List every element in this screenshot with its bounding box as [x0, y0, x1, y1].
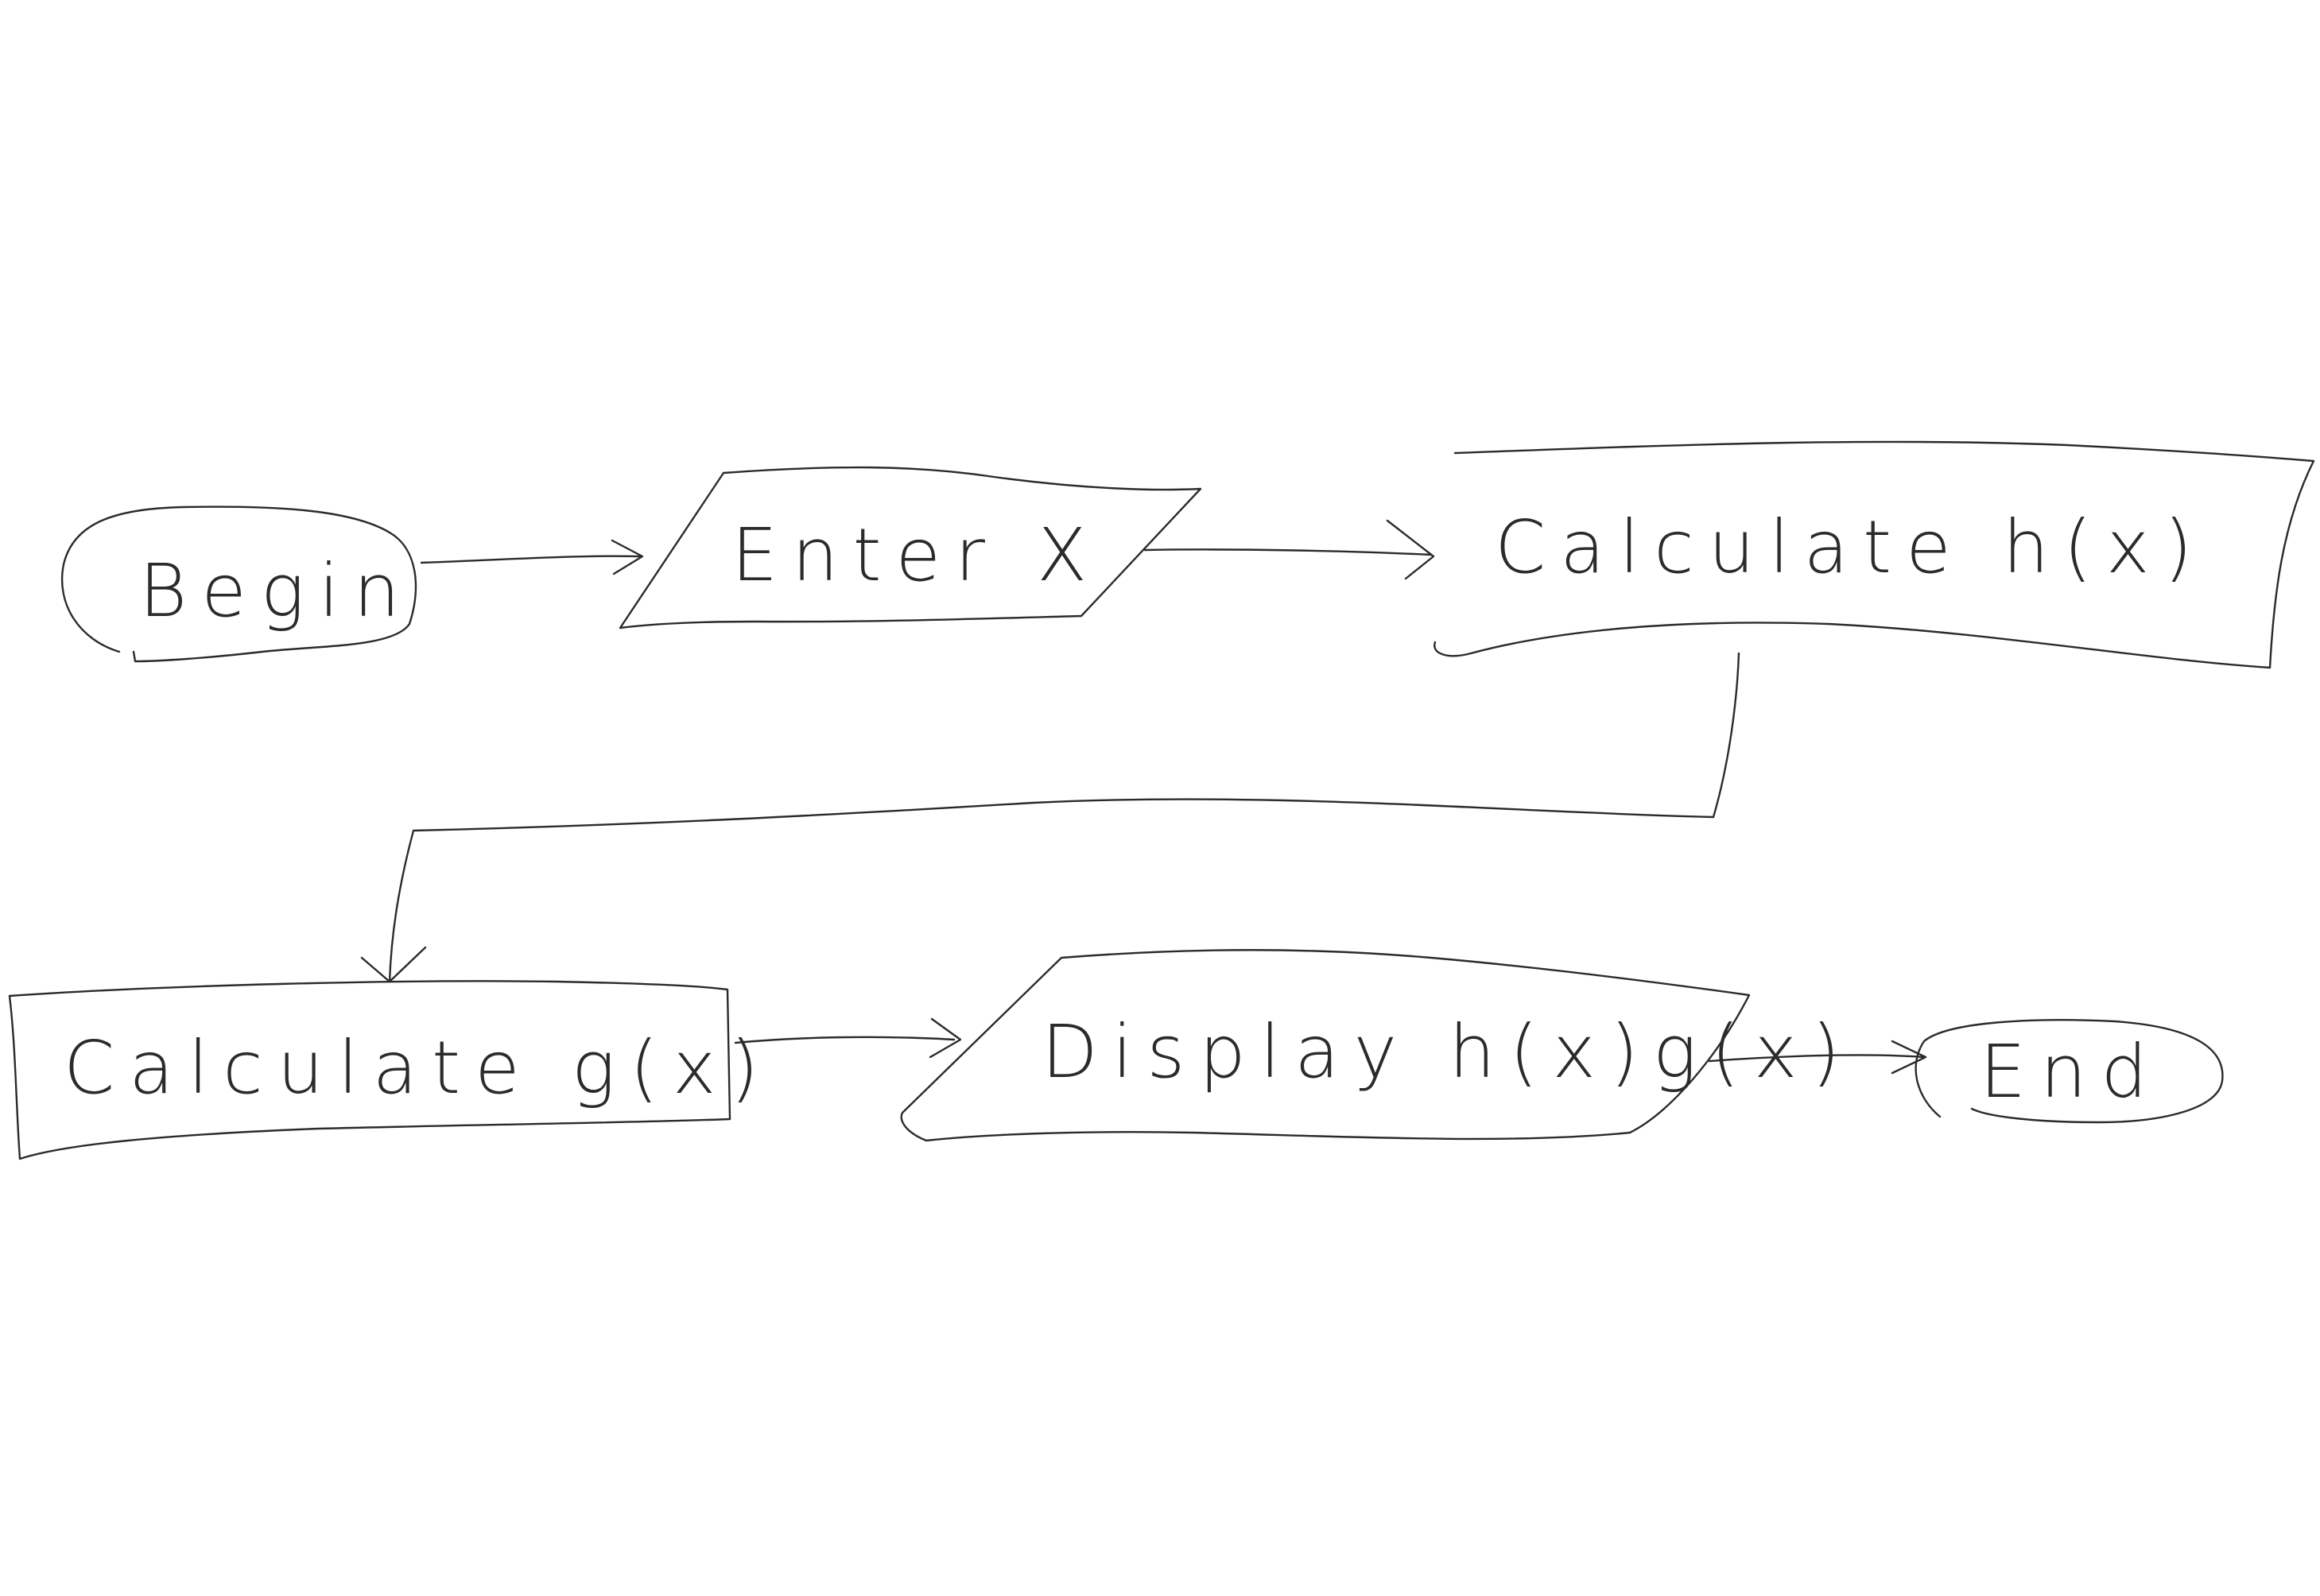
node-calc-g-label: Calculate g(x) — [64, 1025, 773, 1110]
node-end-label: End — [1980, 1029, 2162, 1114]
edge-enter-x-to-calc-h-arrowhead — [1386, 519, 1435, 580]
node-enter-x-shape — [619, 466, 1202, 629]
node-calc-g-shape — [8, 980, 731, 1160]
node-enter-x: Enter X — [619, 466, 1202, 629]
node-display-shape — [900, 949, 1751, 1142]
node-begin-shape — [60, 506, 417, 663]
edge-display-to-end-arrowhead — [1891, 1040, 1927, 1075]
edge-calc-g-to-display — [734, 1017, 962, 1059]
edge-calc-g-to-display-line — [734, 1036, 956, 1044]
node-calc-g: Calculate g(x) — [8, 980, 773, 1160]
edge-begin-to-enter-x-arrowhead — [611, 539, 644, 575]
edge-calc-g-to-display-arrowhead — [929, 1017, 962, 1059]
edge-begin-to-enter-x — [420, 539, 644, 575]
edge-calc-h-to-calc-g — [360, 652, 1740, 983]
node-display-label: Display h(x)g(x) — [1042, 1009, 1854, 1094]
edge-display-to-end-line — [1708, 1054, 1926, 1063]
node-calc-h-label: Calculate h(x) — [1495, 505, 2206, 590]
node-calc-h-shape — [1434, 440, 2315, 669]
node-enter-x-label: Enter X — [731, 513, 1101, 598]
edge-begin-to-enter-x-line — [420, 555, 642, 564]
edge-enter-x-to-calc-h — [1143, 519, 1435, 580]
edge-enter-x-to-calc-h-line — [1143, 548, 1433, 556]
edge-calc-h-to-calc-g-line — [388, 652, 1740, 983]
node-begin-label: Begin — [139, 548, 414, 633]
node-display: Display h(x)g(x) — [900, 949, 1854, 1142]
node-end-shape — [1915, 1019, 2224, 1124]
edge-display-to-end — [1708, 1040, 1927, 1075]
node-calc-h: Calculate h(x) — [1434, 440, 2315, 669]
node-end: End — [1915, 1019, 2224, 1124]
edge-calc-h-to-calc-g-arrowhead — [360, 946, 427, 983]
node-begin: Begin — [60, 506, 417, 663]
